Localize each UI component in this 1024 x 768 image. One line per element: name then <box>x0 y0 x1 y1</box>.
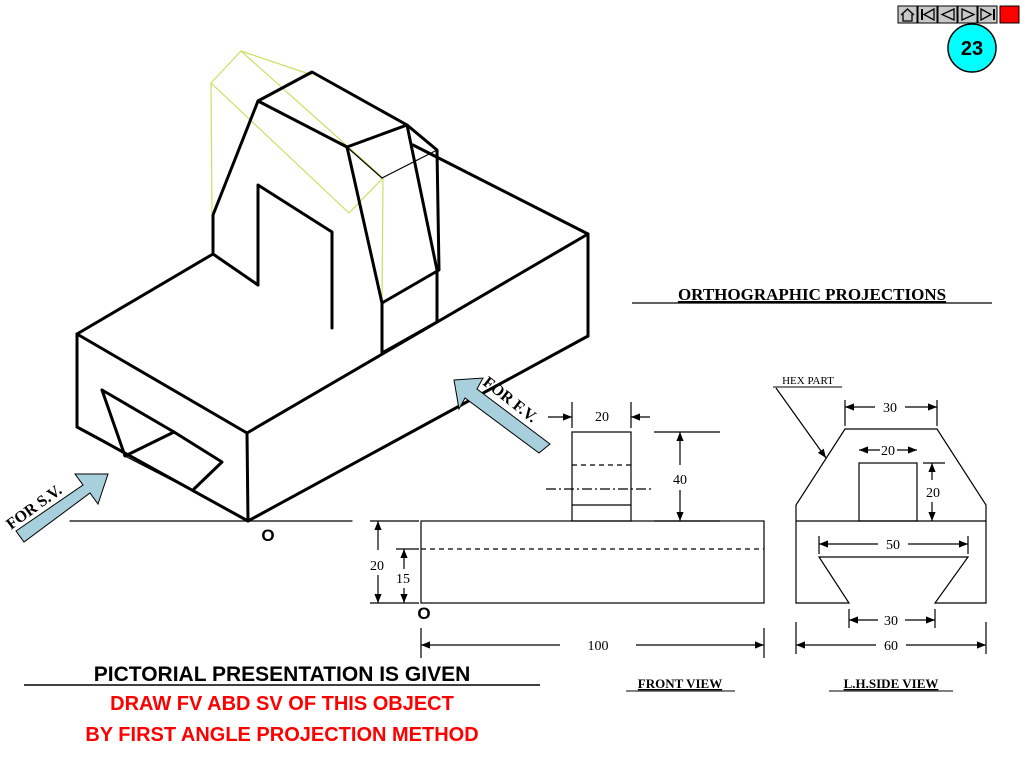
fv-origin-label: O <box>417 604 430 623</box>
slide-navigation <box>897 5 1020 24</box>
front-view <box>370 402 765 658</box>
sv-dim-slot-width: 50 <box>886 538 900 553</box>
fv-dim-boss-height: 40 <box>673 473 687 488</box>
orthographic-heading: ORTHOGRAPHIC PROJECTIONS <box>678 285 946 304</box>
slide-number: 23 <box>961 38 983 60</box>
last-slide-icon[interactable] <box>977 5 998 24</box>
instruction-line-2: BY FIRST ANGLE PROJECTION METHOD <box>85 724 478 746</box>
exit-icon[interactable] <box>999 5 1020 24</box>
first-slide-icon[interactable] <box>917 5 938 24</box>
sv-dim-top-width: 30 <box>883 401 897 416</box>
construction-lines <box>210 50 384 304</box>
fv-dim-base-height: 20 <box>370 559 384 574</box>
instruction-line-1: DRAW FV ABD SV OF THIS OBJECT <box>110 693 454 715</box>
sv-dim-square-height: 20 <box>926 486 940 501</box>
previous-slide-icon[interactable] <box>937 5 958 24</box>
home-icon[interactable] <box>897 5 918 24</box>
fv-direction-arrow <box>453 377 551 454</box>
fv-dim-hole-height: 15 <box>396 572 410 587</box>
next-slide-icon[interactable] <box>957 5 978 24</box>
front-view-label: FRONT VIEW <box>638 676 722 691</box>
side-view <box>775 387 987 654</box>
front-view-dimensions: 20 40 20 15 100 <box>370 410 687 654</box>
pictorial-drawing <box>69 50 590 523</box>
sv-dim-total-width: 60 <box>884 639 898 654</box>
sv-direction-arrow <box>15 473 109 543</box>
sv-dim-square-width: 20 <box>881 444 895 459</box>
side-view-label: L.H.SIDE VIEW <box>844 676 939 691</box>
sv-dim-slot-bottom: 30 <box>884 614 898 629</box>
pictorial-origin-label: O <box>261 526 274 545</box>
slide-number-badge: 23 <box>947 23 997 73</box>
hex-part-label: HEX PART <box>782 375 834 387</box>
pictorial-heading: PICTORIAL PRESENTATION IS GIVEN <box>94 663 471 686</box>
fv-dim-length: 100 <box>588 639 609 654</box>
fv-dim-top-width: 20 <box>595 410 609 425</box>
side-view-dimensions: 30 20 20 50 30 60 <box>881 401 940 654</box>
